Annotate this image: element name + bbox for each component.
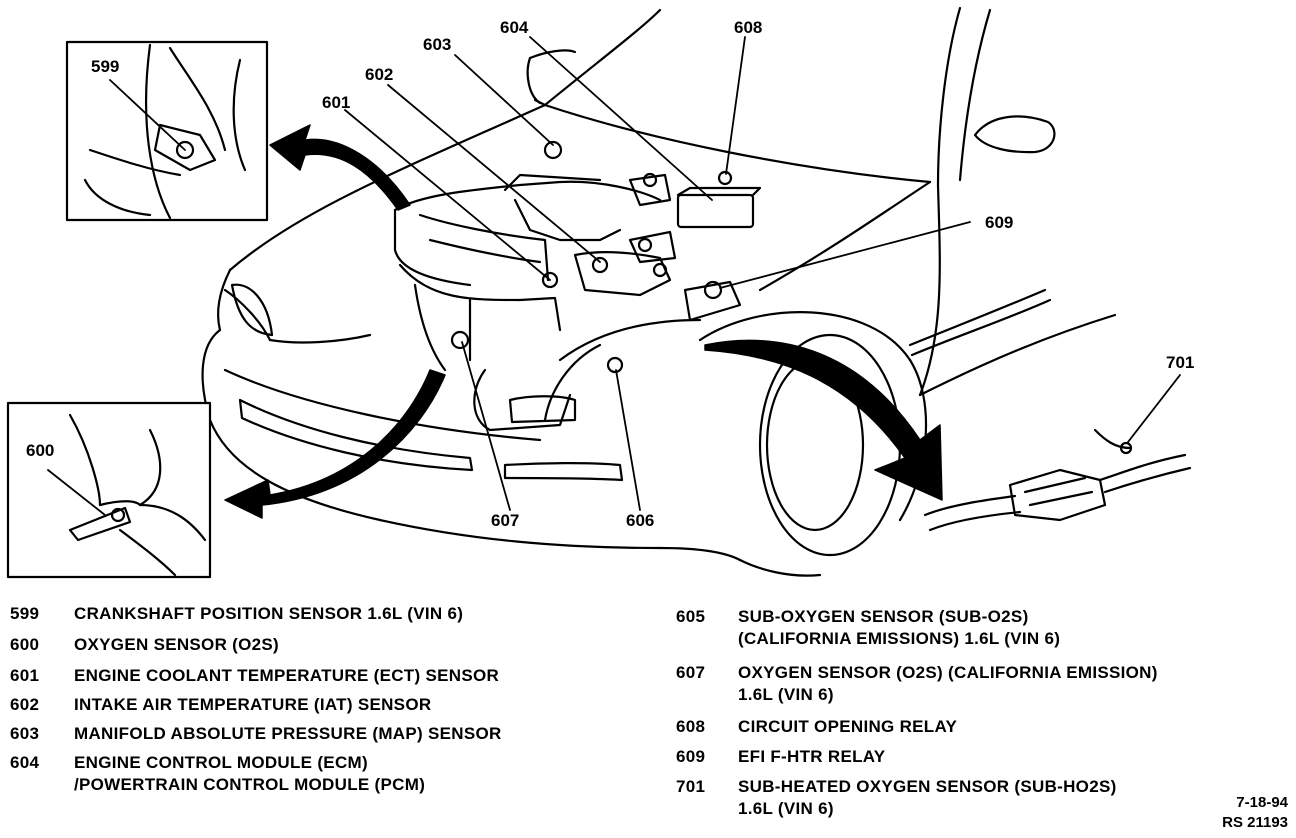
callout-604: 604: [500, 18, 529, 37]
circuit-relay-icon: [717, 170, 733, 186]
callout-600: 600: [26, 441, 54, 460]
legend-number: 600: [10, 635, 40, 654]
callout-701: 701: [1166, 353, 1194, 372]
legend-number: 604: [10, 753, 40, 772]
ect-sensor-icon: [541, 271, 559, 289]
callout-609: 609: [985, 213, 1013, 232]
legend-description: MANIFOLD ABSOLUTE PRESSURE (MAP) SENSOR: [74, 724, 502, 743]
callout-606: 606: [626, 511, 654, 530]
inset-oxygen-sensor: [6, 401, 212, 579]
callout-608: 608: [734, 18, 762, 37]
callout-603: 603: [423, 35, 451, 54]
car-body: [201, 6, 1117, 577]
vehicle-component-locator-drawing: 599 600 601 602 603 604 608 609 701 607 …: [6, 6, 1194, 579]
legend-description: ENGINE CONTROL MODULE (ECM)/POWERTRAIN C…: [74, 753, 426, 794]
legend-number: 701: [676, 777, 706, 796]
o2-sensor-icon: [450, 330, 470, 350]
legend-number: 609: [676, 747, 706, 766]
callout-602: 602: [365, 65, 393, 84]
legend-description: SUB-HEATED OXYGEN SENSOR (SUB-HO2S)1.6L …: [738, 777, 1117, 818]
callout-607: 607: [491, 511, 519, 530]
legend-description: OXYGEN SENSOR (O2S) (CALIFORNIA EMISSION…: [738, 663, 1158, 704]
legend-description: OXYGEN SENSOR (O2S): [74, 635, 280, 654]
legend-number: 602: [10, 695, 40, 714]
exhaust-system: [923, 428, 1192, 532]
legend-description: INTAKE AIR TEMPERATURE (IAT) SENSOR: [74, 695, 432, 714]
drawing-reference-code: 7-18-94 RS 21193: [1196, 793, 1288, 833]
legend-description: EFI F-HTR RELAY: [738, 747, 886, 766]
sub-o2-sensor-icon: [606, 356, 624, 374]
sub-ho2s-sensor-icon: [1119, 441, 1133, 455]
inset-crankshaft-sensor: [65, 40, 269, 222]
drawing-number: RS 21193: [1222, 814, 1288, 831]
legend-number: 601: [10, 666, 40, 685]
legend-number: 608: [676, 717, 706, 736]
legend-number: 603: [10, 724, 40, 743]
drawing-date: 7-18-94: [1236, 794, 1288, 811]
legend-number: 599: [10, 604, 40, 623]
callout-601: 601: [322, 93, 350, 112]
engine-bay: [393, 140, 762, 432]
legend-description: CIRCUIT OPENING RELAY: [738, 717, 958, 736]
callout-labels: 599 600 601 602 603 604 608 609 701 607 …: [26, 18, 1194, 530]
direction-arrows: [224, 124, 943, 519]
leader-lines: [47, 36, 1181, 516]
legend-description: ENGINE COOLANT TEMPERATURE (ECT) SENSOR: [74, 666, 500, 685]
legend-description: CRANKSHAFT POSITION SENSOR 1.6L (VIN 6): [74, 604, 464, 623]
iat-sensor-icon: [591, 256, 609, 274]
map-sensor-icon: [543, 140, 563, 160]
efi-relay-icon: [683, 280, 742, 322]
legend-description: SUB-OXYGEN SENSOR (SUB-O2S)(CALIFORNIA E…: [738, 607, 1061, 648]
legend-number: 607: [676, 663, 706, 682]
callout-599: 599: [91, 57, 119, 76]
legend-number: 605: [676, 607, 706, 626]
ecm-module-icon: [676, 193, 755, 229]
